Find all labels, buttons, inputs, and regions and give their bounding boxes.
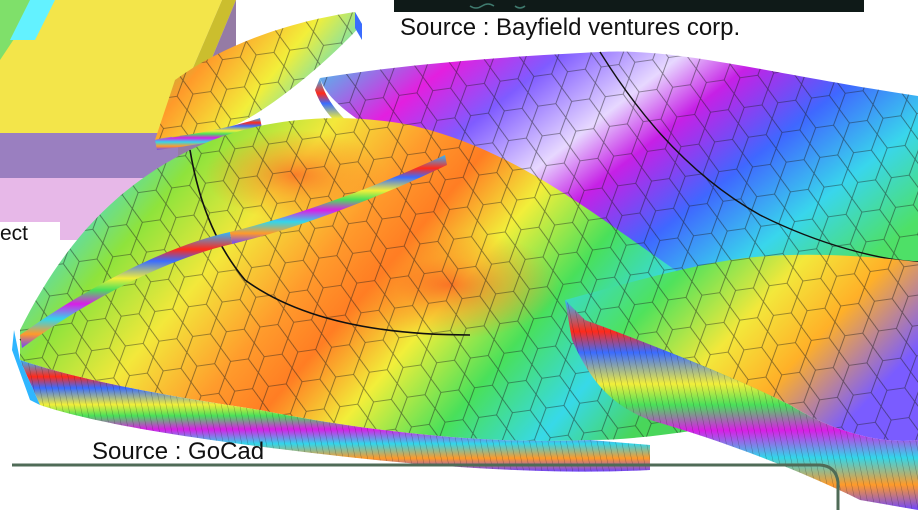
seismic-image-strip xyxy=(394,0,864,12)
source-caption-top: Source : Bayfield ventures corp. xyxy=(400,14,741,41)
source-caption-bottom: Source : GoCad xyxy=(92,438,265,465)
main-block-side xyxy=(12,330,650,472)
slide-frame-line xyxy=(12,463,840,510)
cut-off-caption-fragment: ect xyxy=(0,222,29,245)
front-right-block xyxy=(565,254,918,510)
floating-piece xyxy=(155,12,362,150)
